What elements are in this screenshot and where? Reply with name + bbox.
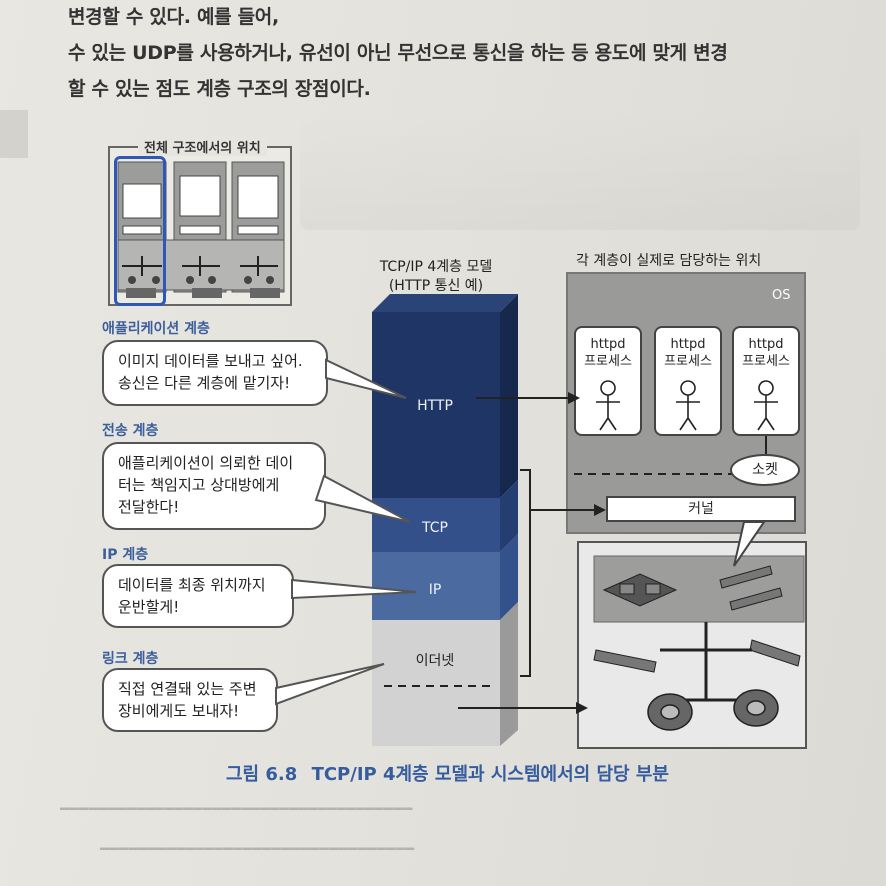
layer-stack — [372, 294, 518, 746]
caption-text: TCP/IP 4계층 모델과 시스템에서의 담당 부분 — [311, 764, 669, 785]
link-layer-title: 링크 계층 — [102, 651, 159, 667]
os-label: OS — [772, 288, 791, 303]
socket-label: 소켓 — [752, 462, 778, 478]
thumbnail-diagram — [117, 161, 285, 298]
figure-caption: 그림 6.8 TCP/IP 4계층 모델과 시스템에서의 담당 부분 — [226, 760, 669, 786]
ip-layer-bubble: 데이터를 최종 위치까지 운반할게! — [102, 564, 294, 628]
model-title: TCP/IP 4계층 모델 (HTTP 통신 예) — [360, 258, 512, 296]
thumbnail-highlight — [114, 156, 166, 306]
link-layer-bubble: 직접 연결돼 있는 주변 장비에게도 보내자! — [102, 668, 278, 732]
layer-ethernet-label: 이더넷 — [415, 653, 455, 669]
process-2-label: 프로세스 — [664, 354, 712, 369]
link-bubble-line-2: 장비에게도 보내자! — [118, 702, 240, 720]
transport-layer-title: 전송 계층 — [102, 423, 159, 439]
body-text-line-3: 할 수 있는 점도 계층 구조의 장점이다. — [68, 78, 371, 100]
kernel-box: 커널 — [606, 496, 796, 522]
bleed-through-line-1: ━━━━━━━━━━━━━━━━━━━━━━━━━━━━━━━━━━━━━ — [60, 800, 413, 818]
application-bubble-line-1: 이미지 데이터를 보내고 싶어. — [118, 352, 303, 370]
application-layer-bubble: 이미지 데이터를 보내고 싶어. 송신은 다른 계층에 맡기자! — [102, 340, 328, 406]
page-edge-tab — [0, 110, 28, 158]
layer-tcp-label: TCP — [422, 520, 448, 536]
application-layer-title: 애플리케이션 계층 — [102, 321, 210, 337]
kernel-label: 커널 — [688, 501, 714, 517]
system-title: 각 계층이 실제로 담당하는 위치 — [576, 253, 762, 269]
transport-bubble-line-2: 터는 책임지고 상대방에게 — [118, 476, 280, 494]
thumbnail-title: 전체 구조에서의 위치 — [138, 137, 267, 156]
layer-ip-label: IP — [428, 582, 442, 598]
model-title-line-1: TCP/IP 4계층 모델 — [379, 259, 493, 275]
bleed-through-line-2: ━━━━━━━━━━━━━━━━━━━━━━━━━━━━━━━━━ — [100, 840, 415, 858]
page-bleed-through — [300, 110, 860, 230]
body-text-line-1: 변경할 수 있다. 예를 들어, — [68, 6, 279, 28]
ip-layer-title: IP 계층 — [102, 547, 149, 563]
socket-oval: 소켓 — [730, 454, 800, 486]
layer-http-label: HTTP — [417, 398, 453, 414]
link-bubble-line-1: 직접 연결돼 있는 주변 — [118, 680, 257, 698]
process-2-name: httpd — [670, 337, 706, 352]
process-1-label: 프로세스 — [584, 354, 632, 369]
process-3-label: 프로세스 — [742, 354, 790, 369]
application-bubble-line-2: 송신은 다른 계층에 맡기자! — [118, 374, 291, 392]
process-3-name: httpd — [748, 337, 784, 352]
model-title-line-2: (HTTP 통신 예) — [388, 278, 484, 294]
ip-bubble-line-2: 운반할게! — [118, 598, 180, 616]
process-1-name: httpd — [590, 337, 626, 352]
body-text-line-2: 수 있는 UDP를 사용하거나, 유선이 아닌 무선으로 통신을 하는 등 용도… — [68, 42, 728, 64]
transport-bubble-line-1: 애플리케이션이 의뢰한 데이 — [118, 454, 294, 472]
transport-bubble-line-3: 전달한다! — [118, 498, 180, 516]
ip-bubble-line-1: 데이터를 최종 위치까지 — [118, 576, 266, 594]
caption-number: 그림 6.8 — [226, 764, 298, 785]
transport-layer-bubble: 애플리케이션이 의뢰한 데이 터는 책임지고 상대방에게 전달한다! — [102, 442, 326, 530]
